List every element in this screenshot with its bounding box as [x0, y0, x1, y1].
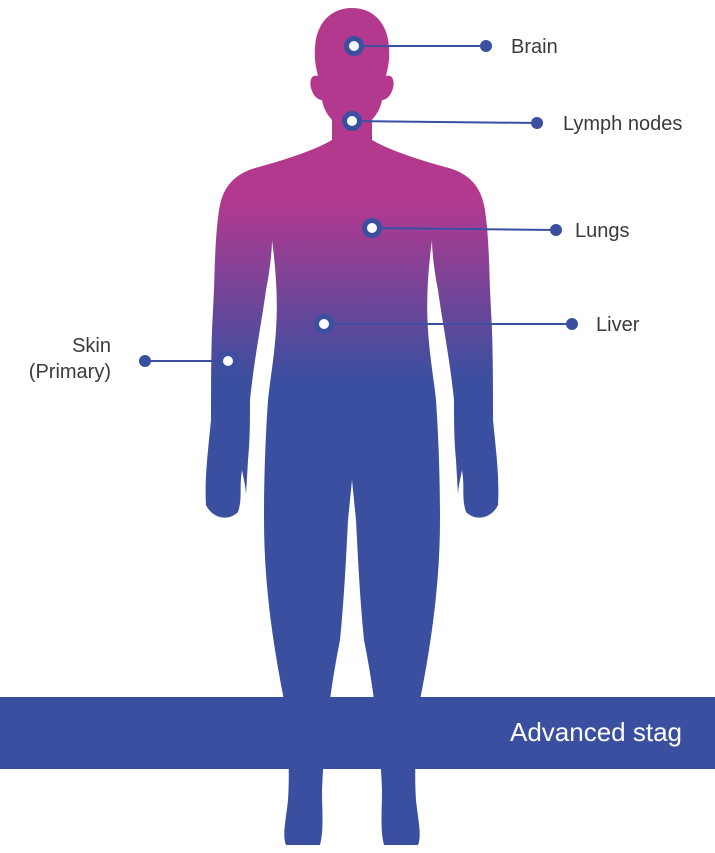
lungs-marker [362, 218, 382, 238]
lymph-nodes-marker [342, 111, 362, 131]
lymph-nodes-label: Lymph nodes [563, 113, 682, 135]
stage-banner-text: Advanced stag [510, 717, 682, 747]
skin-marker [218, 351, 238, 371]
brain-endpoint-dot [480, 40, 492, 52]
lymph-endpoint-dot [531, 117, 543, 129]
skin-label-line2: (Primary) [29, 361, 111, 383]
skin-endpoint-dot [139, 355, 151, 367]
head-shape [310, 8, 393, 126]
lungs-endpoint-dot [550, 224, 562, 236]
skin-label-line1: Skin [72, 335, 111, 357]
lymph-connector [352, 121, 537, 123]
liver-label: Liver [596, 314, 640, 336]
brain-label: Brain [511, 36, 558, 58]
lungs-label: Lungs [575, 220, 630, 242]
liver-marker [314, 314, 334, 334]
liver-endpoint-dot [566, 318, 578, 330]
brain-marker [344, 36, 364, 56]
